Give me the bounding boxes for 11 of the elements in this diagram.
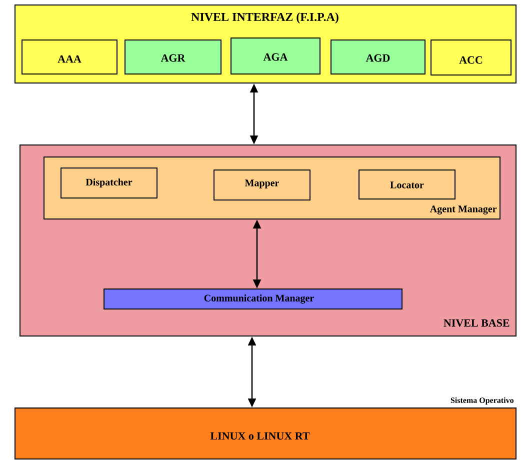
component-box: Dispatcher [60, 168, 158, 198]
agent-box: ACC [430, 40, 512, 76]
node-label: Sistema Operativo [450, 397, 514, 405]
agent-box: AGA [230, 38, 320, 74]
component-box: Mapper [214, 170, 310, 200]
component-box: Locator [358, 170, 456, 200]
os-box: Sistema Operativo LINUX o LINUX RT [14, 397, 516, 460]
agent-box: AGR [124, 40, 222, 74]
agent-box: AAA [22, 40, 118, 74]
manager-bar: Communication Manager [104, 288, 402, 310]
agent-box: AGD [330, 40, 426, 74]
